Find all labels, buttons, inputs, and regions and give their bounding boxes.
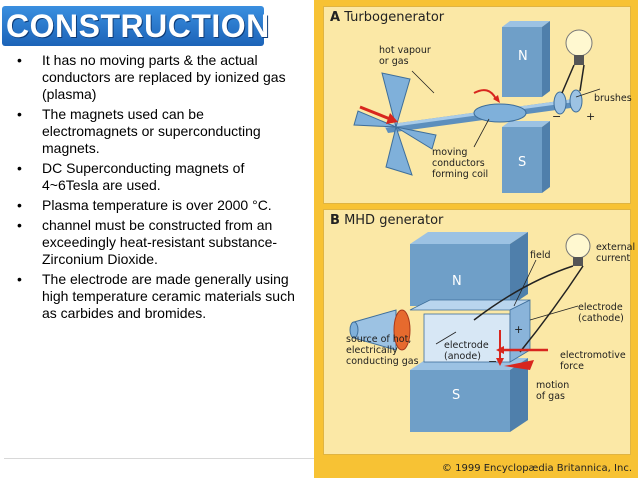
magnet-s-label: S [518, 155, 527, 170]
bullet-item: • It has no moving parts & the actual con… [14, 52, 299, 103]
hot-vapour-label: hot vapour or gas [379, 45, 431, 67]
brushes-label: brushes [594, 93, 632, 104]
mhd-plus-label: + [514, 323, 524, 336]
external-current-label: external current [596, 242, 636, 264]
bullet-dot: • [17, 106, 22, 122]
bullet-text: The electrode are made generally using h… [42, 271, 295, 321]
turbogenerator-panel: A Turbogenerator [323, 6, 632, 204]
bullet-text: channel must be constructed from an exce… [42, 217, 278, 267]
moving-conductors-label: moving conductors forming coil [432, 147, 489, 180]
mhd-magnet-s-label: S [452, 388, 461, 403]
plus-label: + [586, 110, 596, 123]
turbogenerator-illustration [353, 21, 601, 193]
field-label: field [530, 250, 551, 261]
electrode-cathode-label: electrode (cathode) [578, 302, 624, 324]
mhd-generator-illustration [349, 232, 591, 432]
slide-divider [4, 458, 314, 459]
bullet-item: • Plasma temperature is over 2000 °C. [14, 197, 299, 214]
source-gas-label: source of hot, electrically conducting g… [346, 334, 419, 367]
bullet-item: • DC Superconducting magnets of 4~6Tesla … [14, 160, 299, 194]
minus-label: − [552, 110, 562, 123]
bullet-dot: • [17, 52, 22, 68]
electromotive-force-label: electromotive force [560, 350, 626, 372]
bullet-text: It has no moving parts & the actual cond… [42, 52, 286, 102]
bullet-dot: • [17, 160, 22, 176]
slide-title-banner: CONSTRUCTION [2, 6, 269, 46]
electrode-anode-label: electrode (anode) [444, 340, 489, 362]
bullet-dot: • [17, 217, 22, 233]
mhd-minus-label: − [488, 355, 498, 368]
slide-title: CONSTRUCTION [6, 8, 270, 44]
mhd-figure: A Turbogenerator [314, 0, 638, 478]
bullet-dot: • [17, 271, 22, 287]
copyright-notice: © 1999 Encyclopædia Britannica, Inc. [441, 463, 632, 474]
bullet-item: • The electrode are made generally using … [14, 271, 299, 322]
bullet-dot: • [17, 197, 22, 213]
panel-a-title: A Turbogenerator [330, 10, 445, 25]
mhd-generator-panel: B MHD generator [323, 209, 635, 455]
bullet-text: The magnets used can be electromagnets o… [42, 106, 261, 156]
mhd-magnet-n-label: N [452, 274, 462, 289]
magnet-n-label: N [518, 49, 528, 64]
bullet-text: DC Superconducting magnets of 4~6Tesla a… [42, 160, 245, 193]
bullet-item: • channel must be constructed from an exc… [14, 217, 299, 268]
bullet-text: Plasma temperature is over 2000 °C. [42, 197, 272, 213]
bullet-item: • The magnets used can be electromagnets … [14, 106, 299, 157]
bullet-list: • It has no moving parts & the actual con… [14, 52, 299, 325]
panel-b-title: B MHD generator [330, 213, 444, 228]
motion-of-gas-label: motion of gas [536, 380, 570, 402]
